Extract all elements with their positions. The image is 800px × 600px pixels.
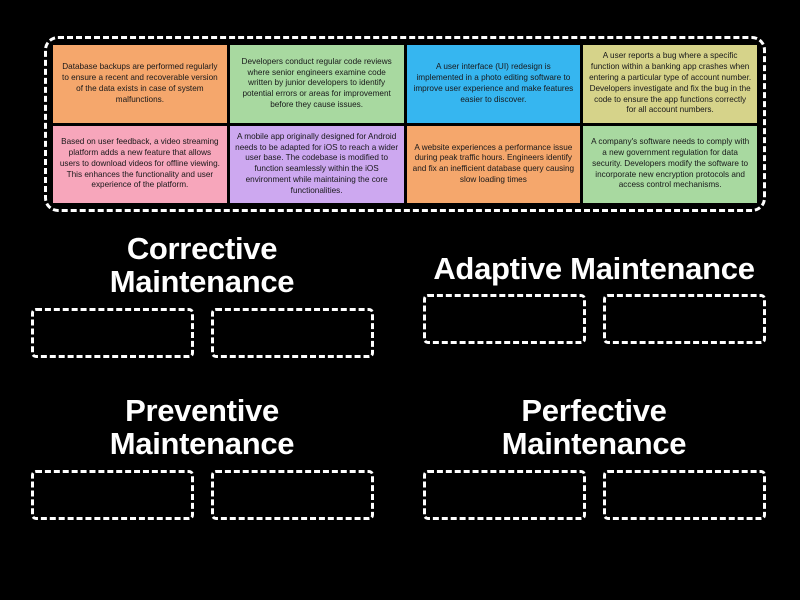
draggable-card[interactable]: Based on user feedback, a video streamin… [53,125,227,203]
category-group-corrective: Corrective Maintenance [12,232,392,358]
category-title: Adaptive Maintenance [433,251,755,286]
category-group-perfective: Perfective Maintenance [404,394,784,520]
dropzone[interactable] [30,469,194,520]
category-group-adaptive: Adaptive Maintenance [404,232,784,345]
card-text: A company's software needs to comply wit… [591,137,750,190]
dropzone-row [12,307,392,358]
draggable-card[interactable]: Developers conduct regular code reviews … [229,45,404,123]
draggable-card[interactable]: Database backups are performed regularly… [53,45,227,123]
draggable-card[interactable]: A company's software needs to comply wit… [583,125,757,203]
dropzone[interactable] [422,469,586,520]
dropzone[interactable] [210,307,374,358]
category-group-preventive: Preventive Maintenance [12,394,392,520]
dropzone-row [12,469,392,520]
card-text: Based on user feedback, a video streamin… [59,137,220,190]
dropzone[interactable] [210,469,374,520]
dropzone-row [404,469,784,520]
card-text: A user reports a bug where a specific fu… [589,51,752,115]
draggable-card[interactable]: A website experiences a performance issu… [406,125,581,203]
card-text: A website experiences a performance issu… [412,142,575,185]
category-title: Corrective Maintenance [109,231,295,300]
card-text: Developers conduct regular code reviews … [241,56,392,109]
card-text: Database backups are performed regularly… [62,62,218,104]
dropzone[interactable] [602,469,766,520]
card-text: A user interface (UI) redesign is implem… [413,62,574,104]
card-text: A mobile app originally designed for And… [235,131,399,195]
category-title: Preventive Maintenance [109,393,295,462]
category-title: Perfective Maintenance [501,393,687,462]
card-tray: Database backups are performed regularly… [44,36,766,212]
dropzone[interactable] [422,294,586,345]
dropzone-row [404,294,784,345]
draggable-card[interactable]: A user interface (UI) redesign is implem… [406,45,581,123]
dropzone[interactable] [602,294,766,345]
card-tray-grid: Database backups are performed regularly… [53,45,757,203]
draggable-card[interactable]: A user reports a bug where a specific fu… [583,45,757,123]
draggable-card[interactable]: A mobile app originally designed for And… [229,125,404,203]
dropzone[interactable] [30,307,194,358]
